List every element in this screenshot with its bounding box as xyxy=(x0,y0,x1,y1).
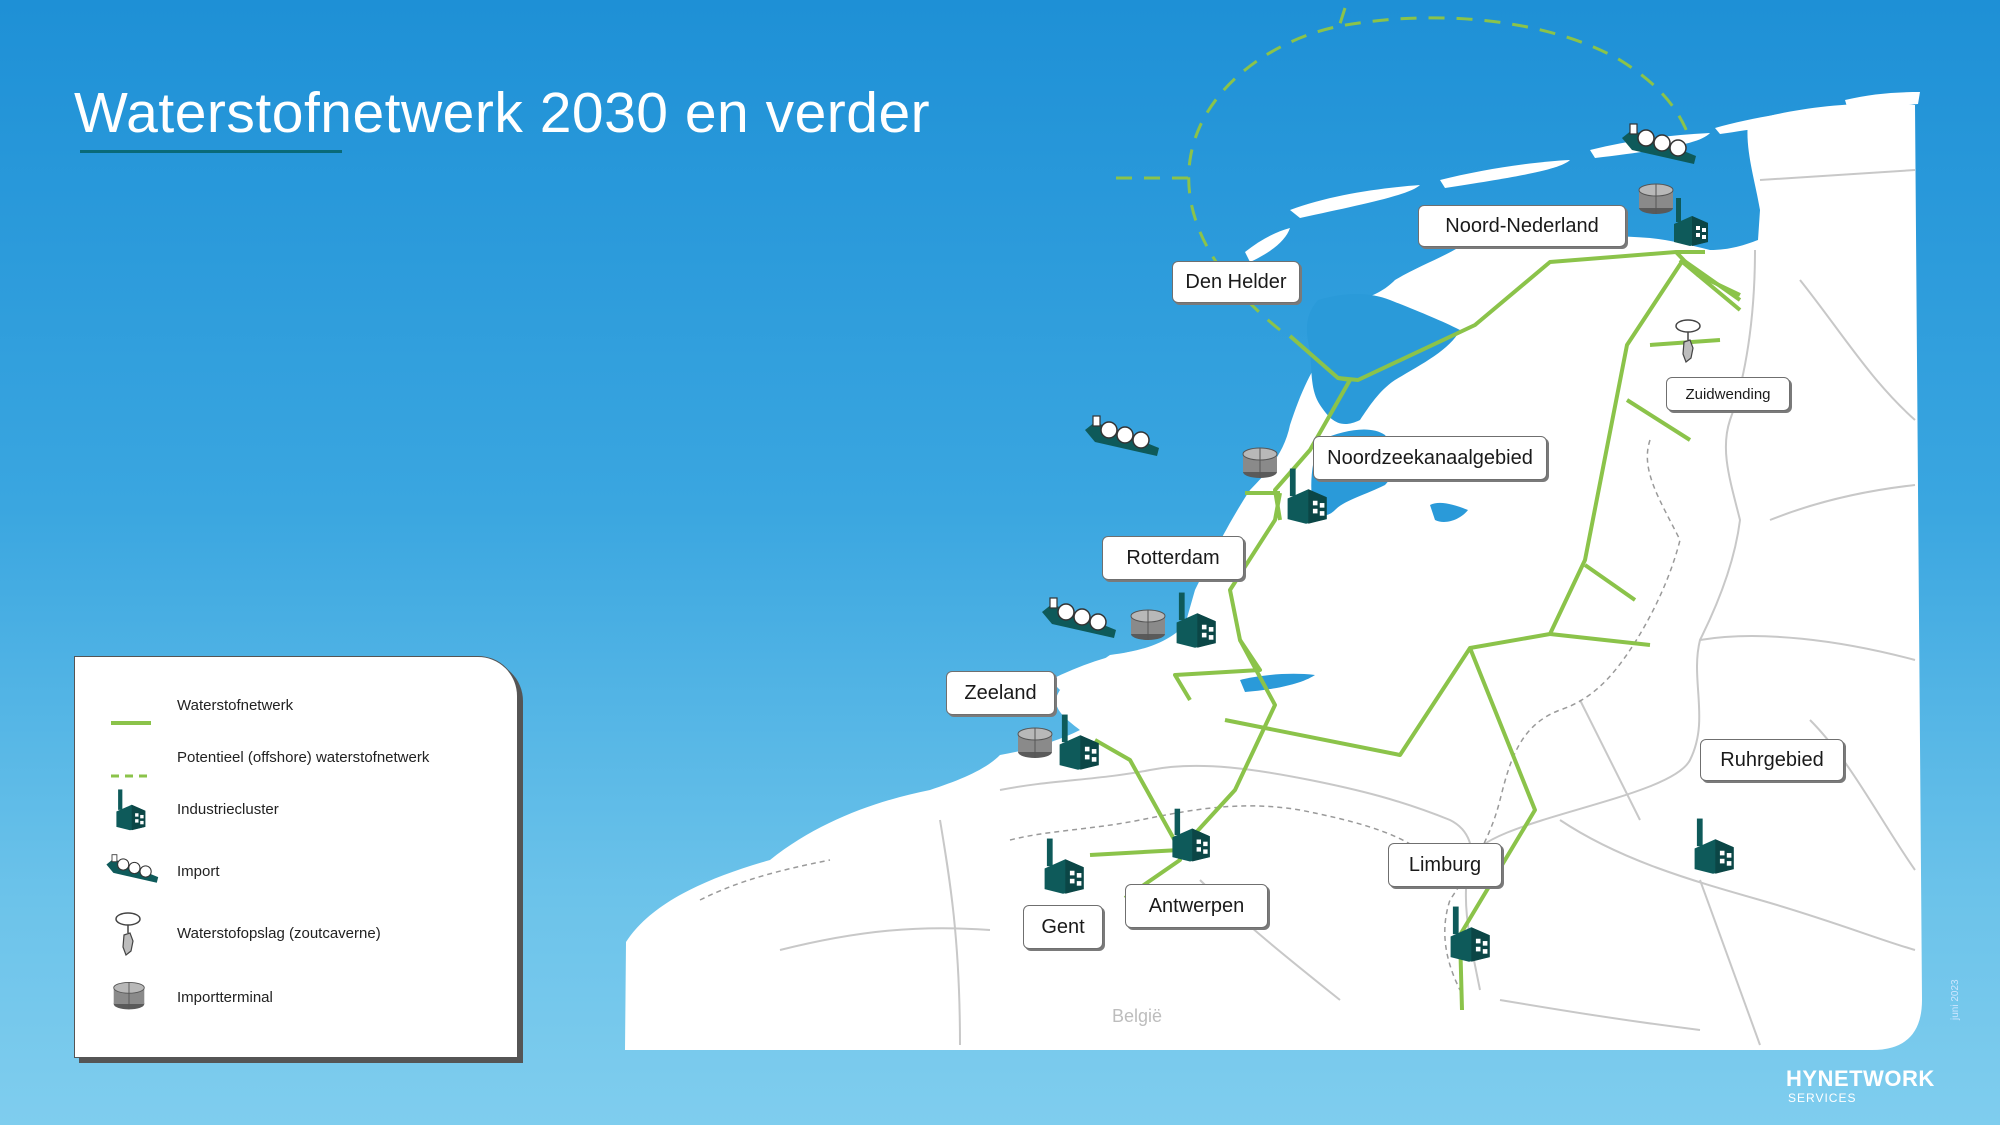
legend-label: Importterminal xyxy=(177,989,273,1006)
tank-icon xyxy=(113,981,145,1010)
legend-item-import: Import xyxy=(75,849,515,899)
legend-label: Industriecluster xyxy=(177,801,279,818)
page-title: Waterstofnetwerk 2030 en verder xyxy=(74,81,931,145)
label-rotterdam[interactable]: Rotterdam xyxy=(1102,536,1244,580)
label-den-helder[interactable]: Den Helder xyxy=(1172,261,1300,303)
legend-label: Waterstofopslag (zoutcaverne) xyxy=(177,925,381,942)
label-noordzeekanaalgebied[interactable]: Noordzeekanaalgebied xyxy=(1313,436,1547,480)
hynetwork-logo-sub: SERVICES xyxy=(1788,1091,1857,1105)
legend-label: Waterstofnetwerk xyxy=(177,697,294,714)
date-label: juni 2023 xyxy=(1950,979,1961,1020)
land-mass xyxy=(625,103,1922,1050)
label-ruhrgebied[interactable]: Ruhrgebied xyxy=(1700,739,1844,781)
legend-label: Potentieel (offshore) waterstofnetwerk xyxy=(177,749,430,766)
legend-item-network: Waterstofnetwerk xyxy=(75,683,515,733)
label-gent[interactable]: Gent xyxy=(1023,905,1103,949)
label-antwerpen[interactable]: Antwerpen xyxy=(1125,884,1268,928)
ship-icon xyxy=(105,854,159,884)
label-limburg[interactable]: Limburg xyxy=(1388,843,1502,887)
legend-item-terminal: Importterminal xyxy=(75,975,515,1025)
legend-item-industry: Industriecluster xyxy=(75,787,515,837)
legend: Waterstofnetwerk Potentieel (offshore) w… xyxy=(74,656,518,1058)
factory-icon xyxy=(116,789,146,831)
dashed-line-icon xyxy=(111,774,151,778)
label-belgie: België xyxy=(1112,1006,1163,1026)
solid-line-icon xyxy=(111,721,151,725)
label-noord-nederland[interactable]: Noord-Nederland xyxy=(1418,205,1626,247)
title-underline xyxy=(80,150,342,153)
hynetwork-logo: HYNETWORK xyxy=(1786,1066,1935,1091)
label-zeeland[interactable]: Zeeland xyxy=(946,671,1055,715)
legend-item-storage: Waterstofopslag (zoutcaverne) xyxy=(75,911,515,961)
label-zuidwending[interactable]: Zuidwending xyxy=(1666,377,1790,411)
legend-item-offshore: Potentieel (offshore) waterstofnetwerk xyxy=(75,735,515,785)
salt-cavern-icon xyxy=(115,912,141,956)
legend-label: Import xyxy=(177,863,220,880)
